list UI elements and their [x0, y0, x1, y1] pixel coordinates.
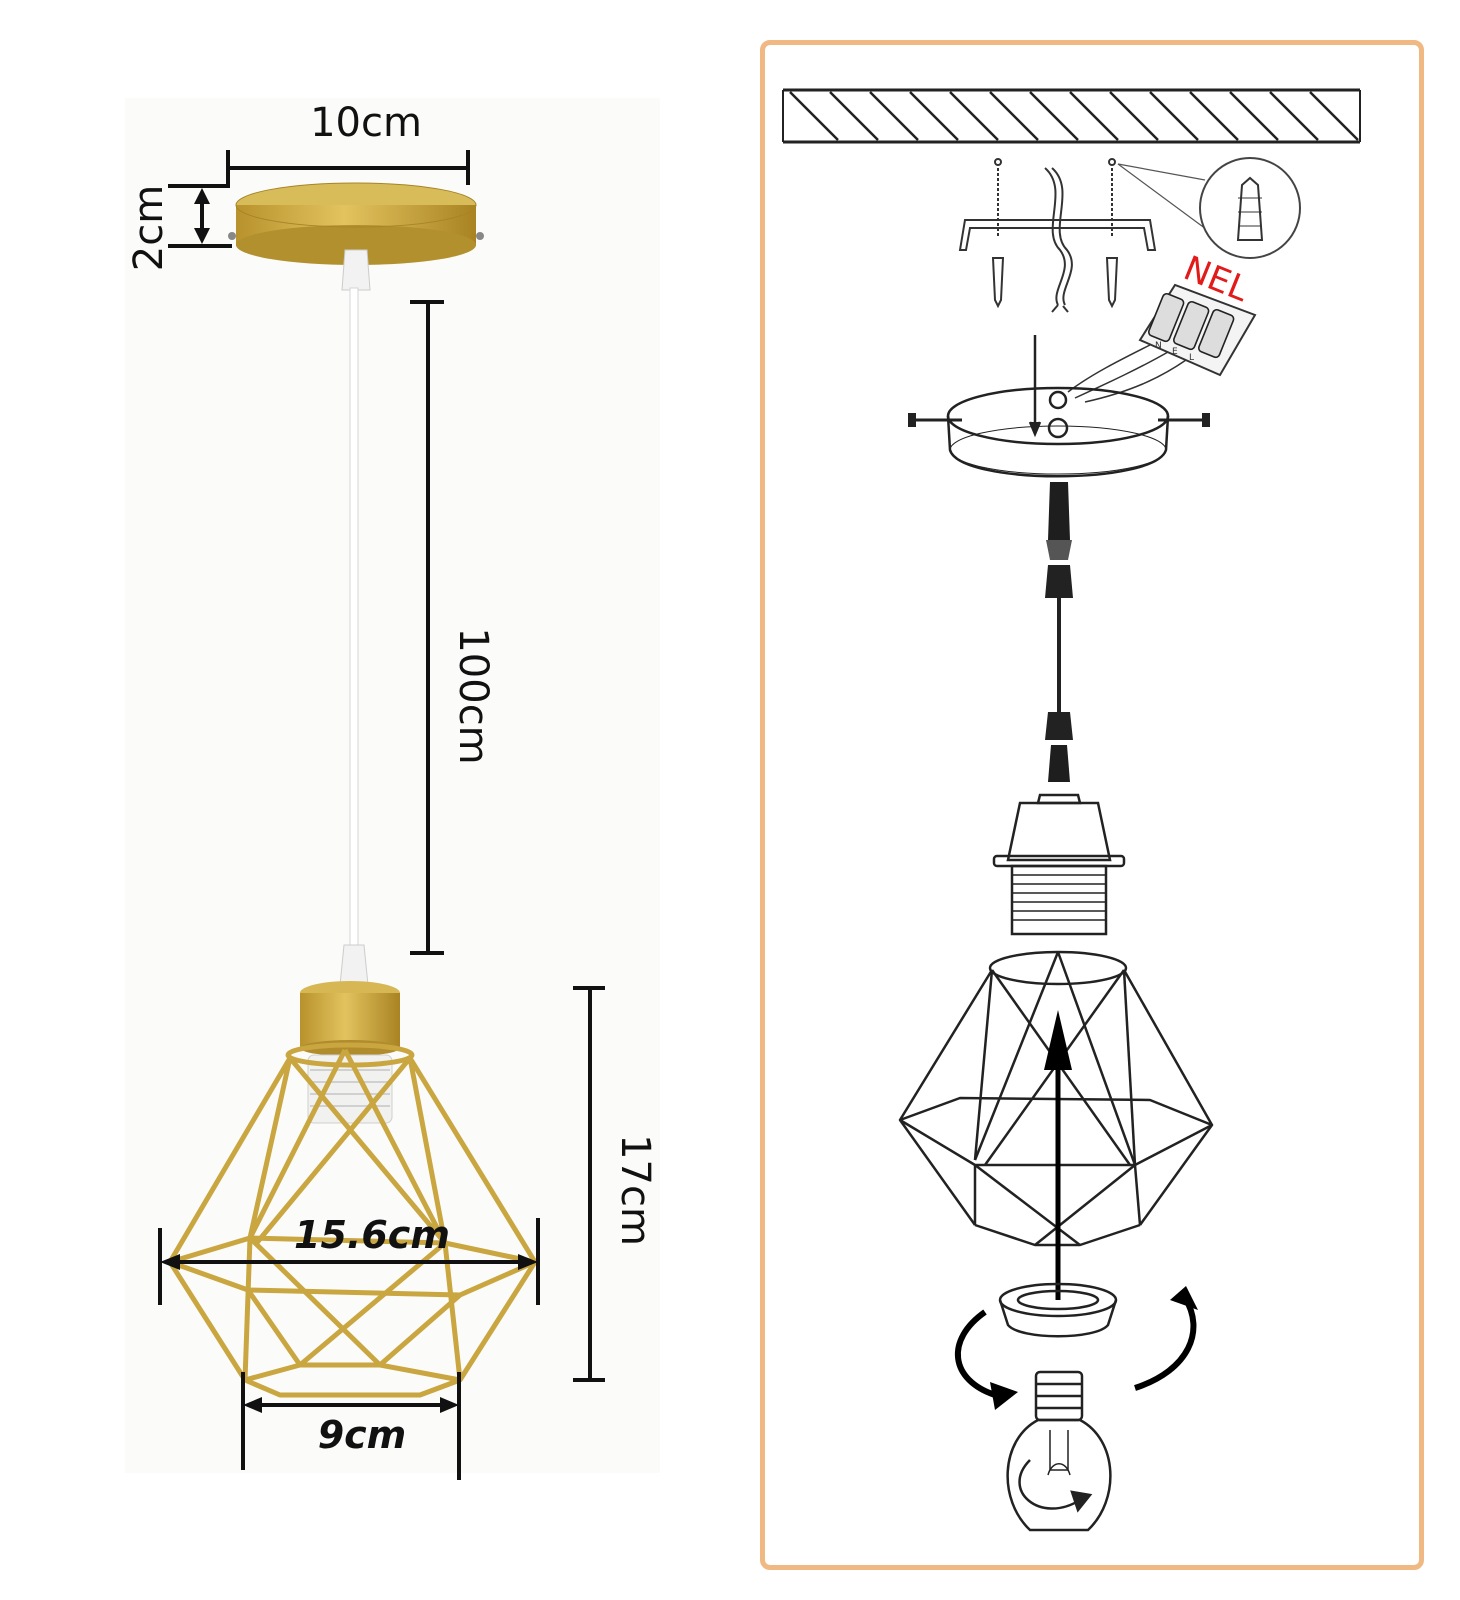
light-bulb	[1006, 1370, 1112, 1532]
shade-bottom-label: 9cm	[318, 1413, 407, 1457]
installation-diagram: NEL N E L	[782, 88, 1361, 1532]
cord-grip-top	[341, 249, 371, 291]
canopy-side-screws	[908, 413, 1210, 427]
mounting-bracket-assembly	[958, 158, 1157, 313]
dimension-arrowheads	[160, 188, 538, 1413]
lamp-holder	[300, 981, 400, 1124]
cord-grip-bottom	[339, 944, 369, 986]
cord-and-grips	[1045, 482, 1073, 782]
shade-ring	[998, 1282, 1118, 1338]
product-drawing: 10cm 2cm 100cm 17cm 15.6cm 9cm	[125, 98, 660, 1480]
shade-width-label: 15.6cm	[294, 1213, 450, 1257]
assembly-up-arrow	[1044, 1010, 1072, 1300]
ceiling-hatch	[782, 88, 1361, 144]
lamp-socket	[992, 793, 1126, 936]
terminal-n-label: N	[1155, 341, 1162, 351]
dimension-lines	[158, 150, 605, 1480]
cable-length-label: 100cm	[450, 627, 496, 764]
wall-anchor-detail	[1117, 157, 1301, 259]
rotate-arrows	[955, 1286, 1198, 1410]
photo-background	[125, 98, 660, 1473]
canopy-height-label: 2cm	[126, 185, 172, 271]
installation-diagram-panel: NEL N E L	[760, 40, 1424, 1570]
cable	[349, 287, 359, 949]
terminal-l-label: L	[1189, 353, 1194, 363]
ceiling-canopy	[228, 182, 484, 265]
canopy-diameter-label: 10cm	[310, 100, 422, 146]
shade-height-label: 17cm	[612, 1134, 658, 1246]
terminal-e-label: E	[1172, 347, 1178, 357]
product-dimensions-panel: 10cm 2cm 100cm 17cm 15.6cm 9cm	[0, 0, 720, 1600]
canopy-outline	[946, 335, 1170, 478]
terminal-block: NEL N E L	[1067, 248, 1257, 403]
